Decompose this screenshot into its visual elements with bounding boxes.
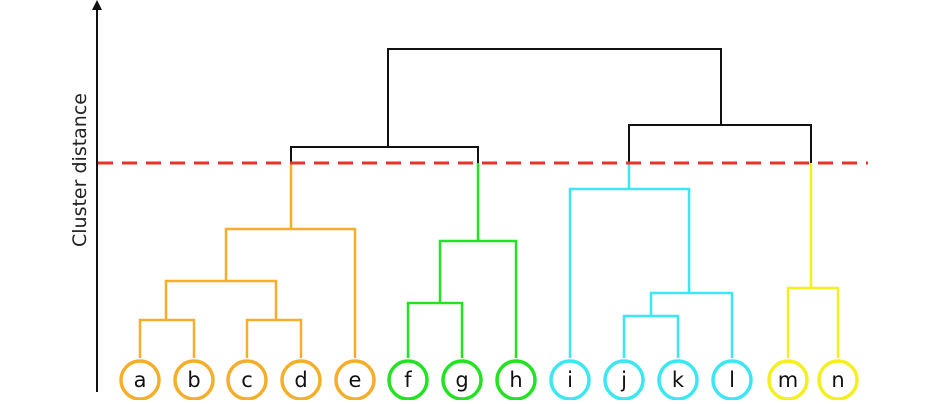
leaf-circle-f <box>387 359 429 401</box>
leaf-label-m: m <box>778 368 798 392</box>
leaf-circle-a <box>119 359 161 401</box>
leaf-node-b: b <box>173 359 215 401</box>
leaf-label-l: l <box>729 368 735 392</box>
leaf-label-a: a <box>134 368 147 392</box>
dendrogram-link-6 <box>438 239 518 358</box>
leaf-label-n: n <box>831 368 844 392</box>
leaf-label-c: c <box>241 368 253 392</box>
y-axis-arrowhead <box>92 0 102 10</box>
leaf-label-b: b <box>187 368 200 392</box>
leaf-node-h: h <box>495 359 537 401</box>
dendrogram-link-8 <box>649 291 734 358</box>
leaf-label-k: k <box>672 368 685 392</box>
dendrogram-link-11 <box>290 146 479 241</box>
leaf-circle-b <box>173 359 215 401</box>
dendrogram-link-5 <box>406 301 464 358</box>
dendrogram-link-13 <box>387 48 722 147</box>
leaf-circle-m <box>767 359 809 401</box>
leaf-node-c: c <box>226 359 268 401</box>
leaf-label-f: f <box>404 368 412 392</box>
leaf-node-k: k <box>657 359 699 401</box>
dendrogram-link-10 <box>786 286 840 358</box>
dendrogram-link-9 <box>568 187 691 358</box>
dendrogram-link-2 <box>245 318 303 358</box>
leaf-node-m: m <box>767 359 809 401</box>
dendrogram-link-3 <box>164 279 278 320</box>
leaf-label-h: h <box>509 368 522 392</box>
dendrogram-links <box>138 48 840 358</box>
leaf-label-d: d <box>294 368 307 392</box>
leaf-node-f: f <box>387 359 429 401</box>
leaf-circle-d <box>280 359 322 401</box>
dendrogram-link-1 <box>138 318 196 358</box>
y-axis <box>92 0 102 392</box>
leaf-node-l: l <box>711 359 753 401</box>
dendrogram-link-7 <box>622 314 680 358</box>
leaf-node-g: g <box>441 359 483 401</box>
leaf-nodes: a b c d e f g h i j k l m n <box>119 359 859 401</box>
leaf-label-e: e <box>349 368 362 392</box>
leaf-circle-h <box>495 359 537 401</box>
leaf-label-j: j <box>620 368 627 392</box>
leaf-circle-g <box>441 359 483 401</box>
leaf-circle-c <box>226 359 268 401</box>
leaf-circle-i <box>549 359 591 401</box>
leaf-circle-l <box>711 359 753 401</box>
leaf-label-i: i <box>567 368 573 392</box>
leaf-node-e: e <box>334 359 376 401</box>
leaf-node-d: d <box>280 359 322 401</box>
leaf-circle-j <box>603 359 645 401</box>
leaf-circle-e <box>334 359 376 401</box>
leaf-node-j: j <box>603 359 645 401</box>
leaf-circle-k <box>657 359 699 401</box>
dendrogram-link-4 <box>224 227 357 358</box>
leaf-node-i: i <box>549 359 591 401</box>
leaf-node-a: a <box>119 359 161 401</box>
leaf-node-n: n <box>817 359 859 401</box>
leaf-label-g: g <box>455 368 468 392</box>
dendrogram-link-12 <box>628 124 812 288</box>
leaf-circle-n <box>817 359 859 401</box>
y-axis-label: Cluster distance <box>69 93 91 247</box>
